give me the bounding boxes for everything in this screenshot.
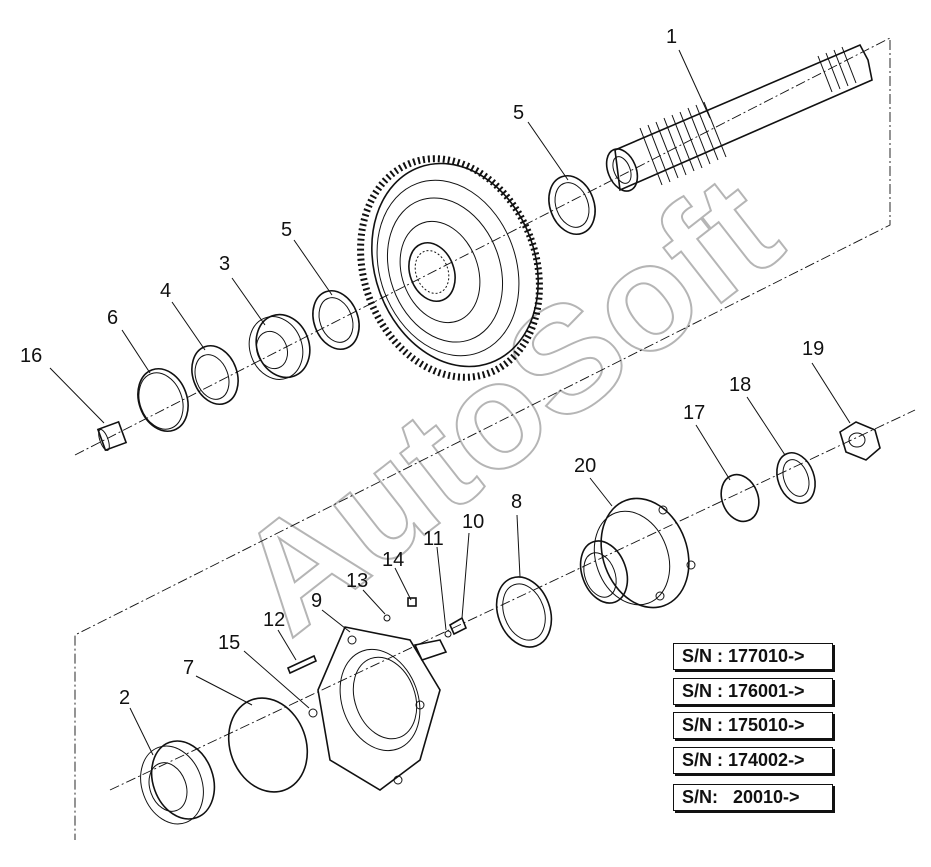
housing-9: [317, 626, 448, 791]
callout-7: 7: [183, 657, 194, 679]
washer-4: [191, 345, 239, 405]
callout-20: 20: [574, 455, 596, 477]
fitting-10: [448, 616, 468, 636]
snap-ring-lower: [312, 290, 360, 350]
serial-number-box: S/N : 175010->: [673, 712, 833, 739]
washer-18: [776, 452, 816, 504]
stud-12: [286, 654, 318, 675]
callout-6: 6: [107, 307, 118, 329]
ball-11: [444, 630, 452, 638]
o-ring-17: [720, 473, 760, 523]
callout-12: 12: [263, 609, 285, 631]
callout-10: 10: [462, 511, 484, 533]
circlip-6: [137, 368, 189, 432]
large-gear: [357, 155, 543, 381]
callout-14: 14: [382, 549, 404, 571]
nut-19: [839, 421, 881, 461]
main-shaft: [605, 43, 873, 192]
callout-3: 3: [219, 253, 230, 275]
o-ring-7: [227, 697, 309, 793]
callout-numbers: 1 5 5 3 4 6 16 19 18 17 20 8 10 11 14 13…: [20, 26, 824, 709]
callout-8: 8: [511, 491, 522, 513]
callout-9: 9: [311, 590, 322, 612]
seal-8: [495, 576, 553, 648]
callout-13: 13: [346, 570, 368, 592]
serial-number-box: S/N : 176001->: [673, 678, 833, 705]
callout-5-lower: 5: [281, 219, 292, 241]
callout-2: 2: [119, 687, 130, 709]
bearing-3: [248, 313, 311, 380]
callout-18: 18: [729, 374, 751, 396]
bearing-2: [140, 740, 216, 825]
callout-4: 4: [160, 280, 171, 302]
leader-lines: [49, 49, 851, 756]
snap-ring-upper: [548, 175, 596, 235]
reference-lines: [74, 37, 916, 840]
flange-20: [579, 497, 696, 609]
callout-16: 16: [20, 345, 42, 367]
ball-13: [383, 614, 391, 622]
serial-number-box: S/N: 20010->: [673, 784, 833, 811]
watermark: AutoSoft: [206, 143, 808, 665]
callout-11: 11: [423, 528, 444, 550]
callout-1: 1: [666, 26, 677, 48]
ball-15: [308, 708, 318, 718]
callout-5-upper: 5: [513, 102, 524, 124]
callout-17: 17: [683, 402, 705, 424]
nut-14: [407, 597, 417, 607]
serial-number-box: S/N : 177010->: [673, 643, 833, 670]
needle-bearing-16: [96, 420, 128, 452]
callout-19: 19: [802, 338, 824, 360]
serial-number-box: S/N : 174002->: [673, 747, 833, 774]
callout-15: 15: [218, 632, 240, 654]
